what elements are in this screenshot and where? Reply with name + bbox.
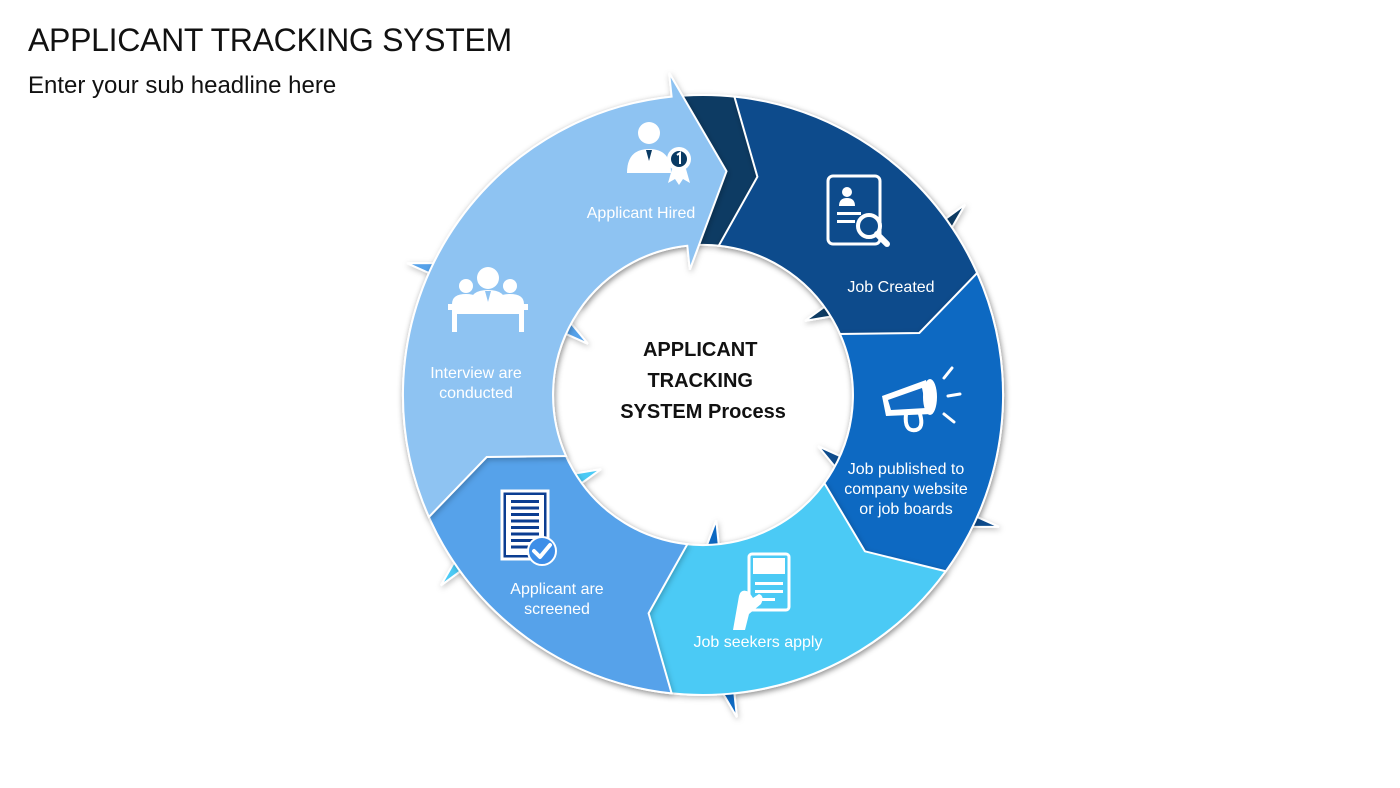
page-subtitle: Enter your sub headline here	[28, 72, 337, 99]
cv-hand-icon	[733, 552, 791, 630]
step-label-line: conducted	[439, 385, 513, 402]
step-label-applicant-hired: Applicant Hired	[587, 205, 696, 222]
center-title-line-1: APPLICANT	[643, 339, 757, 361]
step-label-line: company website	[844, 481, 968, 498]
step-label-line: or job boards	[859, 501, 952, 518]
step-label-line: Job Created	[847, 279, 934, 296]
step-label-job-created: Job Created	[847, 279, 934, 296]
center-title-line-3: SYSTEM Process	[620, 401, 786, 423]
step-label-line: Applicant are	[510, 581, 603, 598]
page-title: APPLICANT TRACKING SYSTEM	[28, 22, 512, 58]
step-label-applicants-screened: Applicant are screened	[510, 581, 603, 618]
document-search-icon	[826, 174, 890, 247]
step-label-line: Job seekers apply	[694, 634, 823, 651]
step-arrow-interview-conducted	[401, 72, 728, 519]
interview-panel-icon	[448, 267, 528, 332]
megaphone-icon	[882, 366, 962, 433]
step-label-job-published: Job published to company website or job bo…	[844, 461, 968, 518]
checked-document-icon	[500, 489, 557, 566]
step-label-line: Interview are	[430, 365, 522, 382]
step-label-line: screened	[524, 601, 590, 618]
center-title-line-2: TRACKING	[647, 370, 753, 392]
step-label-line: Job published to	[848, 461, 965, 478]
step-label-interview-conducted: Interview are conducted	[430, 365, 522, 402]
hired-person-award-icon	[627, 122, 691, 185]
step-label-line: Applicant Hired	[587, 205, 696, 222]
center-title: APPLICANT TRACKING SYSTEM Process	[620, 339, 786, 423]
step-label-job-seekers-apply: Job seekers apply	[694, 634, 823, 651]
